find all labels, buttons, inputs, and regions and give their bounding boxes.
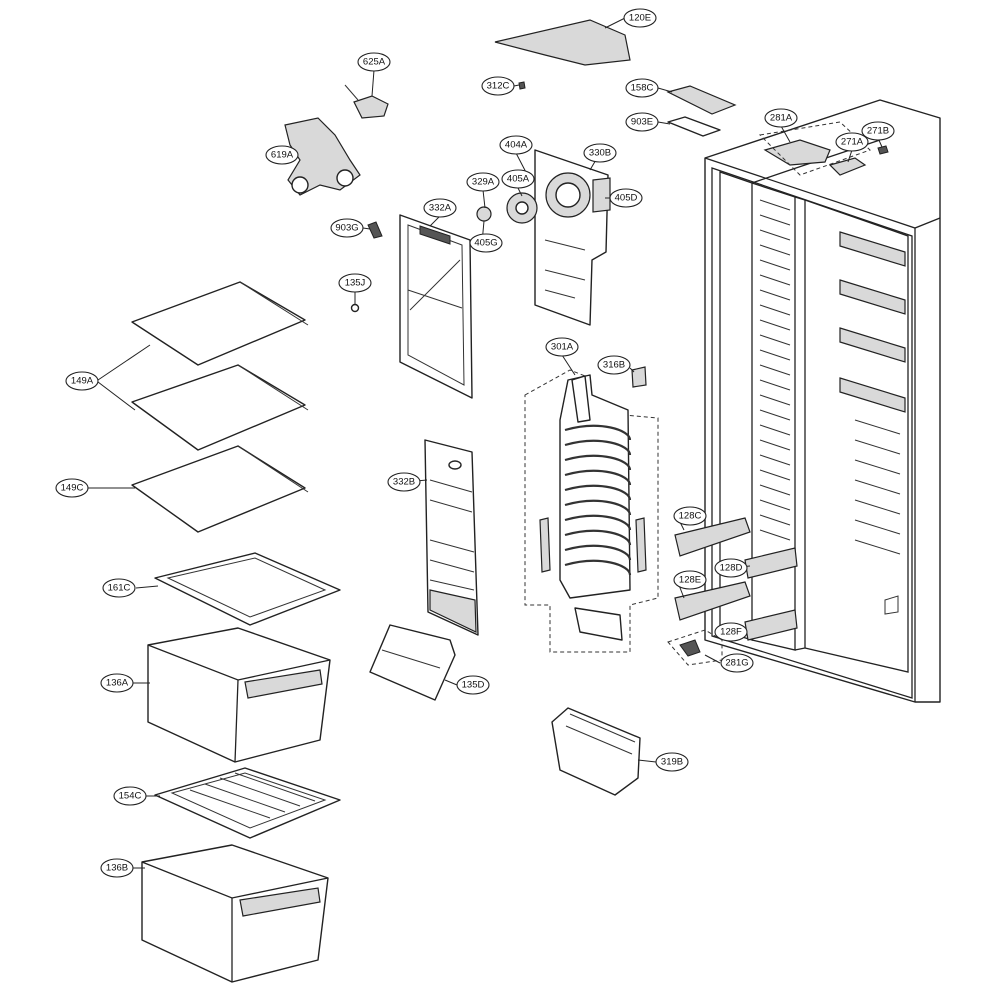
callout-405D: 405D [609,188,643,208]
callout-label: 161C [108,583,131,594]
callout-label: 329A [472,177,495,188]
callout-619A: 619A [265,145,299,165]
callout-281A: 281A [764,108,798,128]
shelf-149A-middle [131,364,309,451]
crisper-drawer-136A [147,627,331,763]
callout-135J: 135J [338,273,372,293]
callout-120E: 120E [623,8,657,28]
callout-label: 135D [462,680,485,691]
callout-label: 332B [393,477,415,488]
part-319B [551,707,641,796]
callout-label: 136B [106,863,128,874]
callout-label: 405G [474,238,497,249]
callout-301A: 301A [545,337,579,357]
callout-label: 903G [335,223,358,234]
callout-154C: 154C [113,786,147,806]
part-332A-frame [399,214,473,399]
callout-label: 281G [725,658,748,669]
shelf-149A-top [131,281,309,366]
callout-135D: 135D [456,675,490,695]
callout-label: 405D [615,193,638,204]
callout-label: 619A [271,150,294,161]
part-316B [631,366,647,388]
callout-128E: 128E [673,570,707,590]
part-619A-water-valve [284,117,361,196]
callout-label: 154C [119,791,142,802]
drawer-cover-161C [154,552,341,626]
callout-label: 332A [429,203,452,214]
callout-128F: 128F [714,622,748,642]
callout-label: 271B [867,126,889,137]
callout-136B: 136B [100,858,134,878]
callout-149C: 149C [55,478,89,498]
callout-label: 128F [720,627,742,638]
part-301A-evaporator [524,366,659,653]
callout-329A: 329A [466,172,500,192]
callout-label: 903E [631,117,653,128]
refrigerator-cabinet [704,99,941,703]
callout-label: 316B [603,360,625,371]
callout-label: 128E [679,575,701,586]
part-312C [518,81,526,90]
callout-label: 405A [507,174,530,185]
drawer-rails [667,517,798,666]
callout-label: 301A [551,342,574,353]
callout-271B: 271B [861,121,895,141]
crisper-drawer-136B [141,844,329,983]
callout-312C: 312C [481,76,515,96]
callout-label: 271A [841,137,864,148]
fan-assembly [476,149,611,326]
callout-405G: 405G [469,233,503,253]
callout-158C: 158C [625,78,659,98]
callout-label: 158C [631,83,654,94]
callout-label: 135J [345,278,366,289]
part-332B-cover [424,439,479,636]
callout-625A: 625A [357,52,391,72]
callout-label: 625A [363,57,386,68]
callout-label: 128D [720,563,743,574]
callout-330B: 330B [583,143,617,163]
callout-label: 128C [679,511,702,522]
callout-903G: 903G [330,218,364,238]
callout-332B: 332B [387,472,421,492]
part-120E [494,19,631,66]
callout-149A: 149A [65,371,99,391]
callout-label: 312C [487,81,510,92]
part-625A [344,84,389,119]
callout-label: 149C [61,483,84,494]
callout-128C: 128C [673,506,707,526]
callout-316B: 316B [597,355,631,375]
part-903E [667,116,721,137]
callout-label: 149A [71,376,94,387]
callout-405A: 405A [501,169,535,189]
callout-271A: 271A [835,132,869,152]
part-135D [369,624,456,701]
callout-label: 136A [106,678,129,689]
callout-128D: 128D [714,558,748,578]
callout-319B: 319B [655,752,689,772]
callout-332A: 332A [423,198,457,218]
callout-label: 319B [661,757,683,768]
callout-161C: 161C [102,578,136,598]
callout-404A: 404A [499,135,533,155]
part-158C [666,85,737,115]
part-135J [350,303,360,313]
callout-label: 281A [770,113,793,124]
part-903G [367,221,383,239]
drawer-cover-154C [154,767,341,839]
callout-label: 404A [505,140,528,151]
callout-label: 120E [629,13,651,24]
callout-281G: 281G [720,653,754,673]
callout-label: 330B [589,148,611,159]
callout-903E: 903E [625,112,659,132]
shelf-149C [131,445,309,533]
callout-136A: 136A [100,673,134,693]
